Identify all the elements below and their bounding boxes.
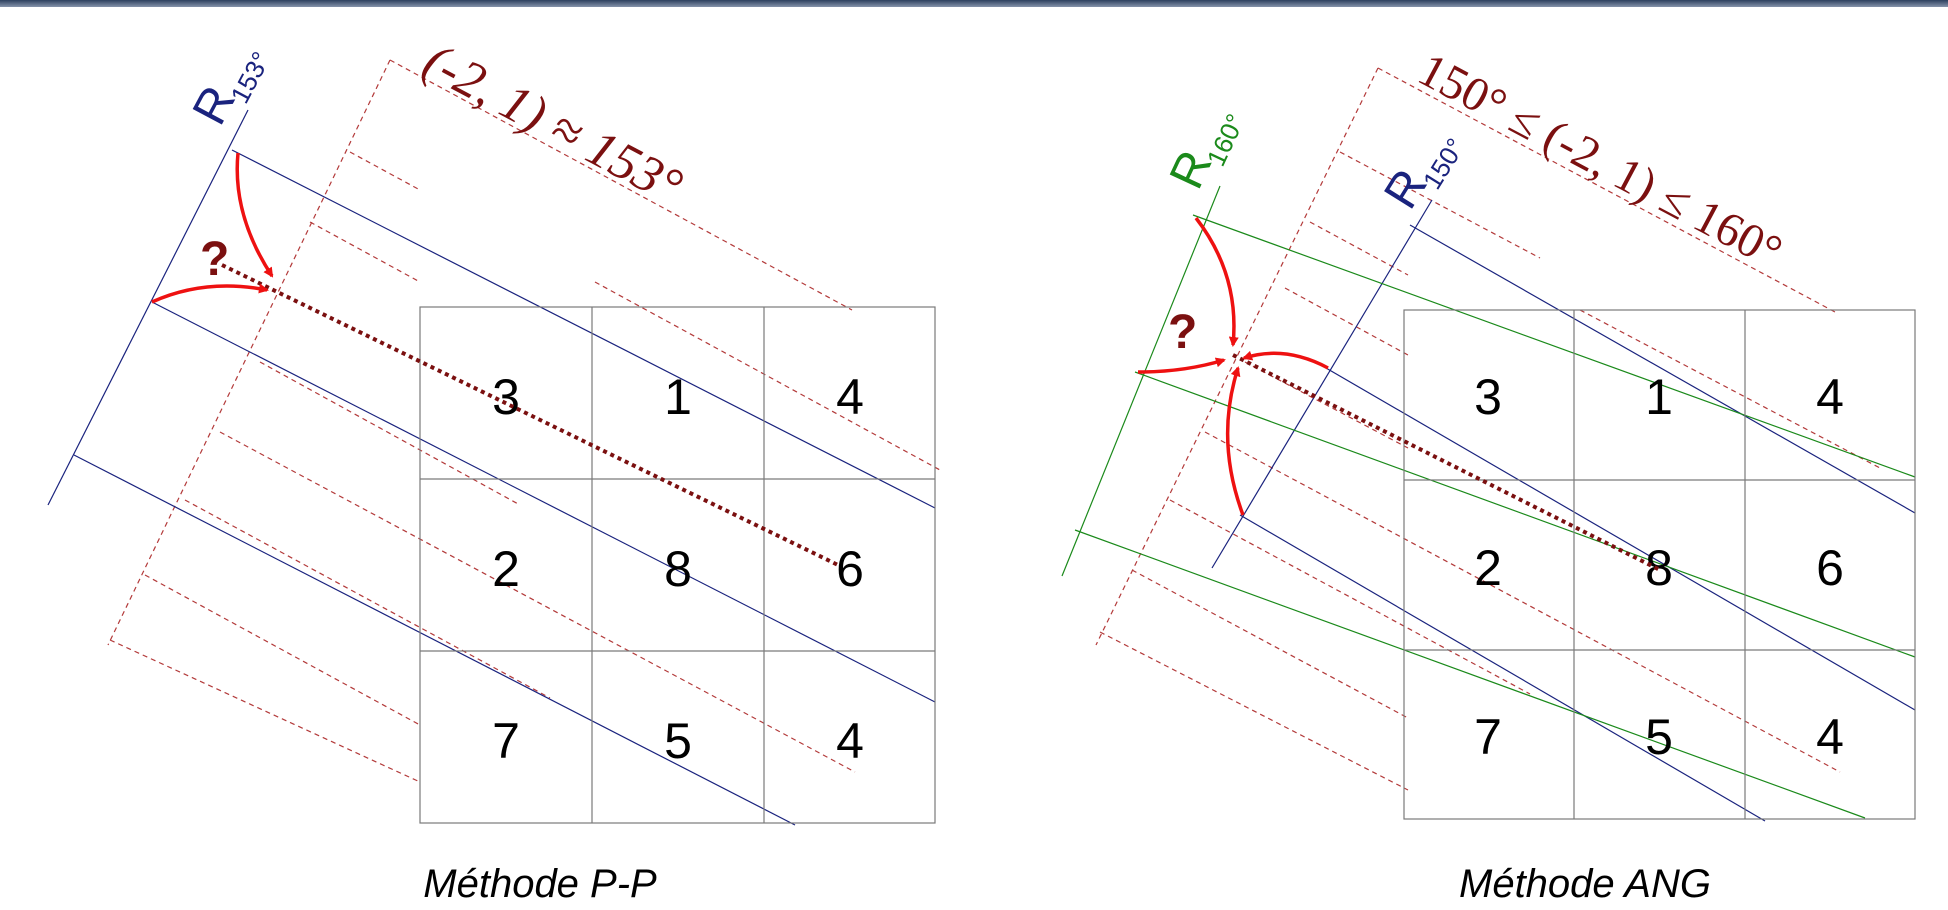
cell-value: 8	[1645, 540, 1673, 596]
dashed-line	[259, 361, 521, 506]
cell-value: 4	[1816, 709, 1844, 765]
blue-line	[1239, 514, 1766, 822]
cell-value: 7	[492, 713, 520, 769]
green-line	[1192, 214, 1916, 478]
green-line	[1074, 529, 1866, 819]
cell-value: 4	[836, 369, 864, 425]
r153-axis-line	[47, 109, 249, 506]
right-green-lines	[1061, 185, 1916, 819]
cell-value: 5	[664, 713, 692, 769]
arrow-curve	[235, 152, 274, 278]
cell-value: 4	[1816, 369, 1844, 425]
left-angle-annotation: (-2, 1) ≈ 153°	[414, 32, 691, 215]
right-dashed-axis-line	[1095, 67, 1379, 646]
cell-value: 2	[1474, 540, 1502, 596]
right-caption: Méthode ANG	[1459, 862, 1711, 906]
dashed-line	[144, 574, 421, 726]
dashed-line	[1204, 431, 1841, 773]
dashed-line	[1099, 631, 1409, 791]
r160-label: R 160°	[1160, 109, 1251, 196]
right-red-arrows	[1137, 216, 1329, 516]
question-mark: ?	[1168, 306, 1197, 359]
left-direction-dotted-line	[221, 263, 839, 567]
left-grid-numbers: 3 1 4 2 8 6 7 5 4	[492, 369, 864, 769]
blue-line	[1325, 367, 1916, 711]
dashed-line	[1309, 221, 1409, 276]
dashed-line	[109, 639, 421, 783]
dashed-line	[1244, 361, 1409, 449]
cell-value: 2	[492, 541, 520, 597]
r160-axis-line	[1061, 185, 1221, 577]
left-red-arrows	[151, 152, 274, 304]
r150-label: R 150°	[1374, 133, 1470, 218]
arrow-curve	[1194, 216, 1239, 347]
dashed-line	[389, 59, 853, 311]
question-mark: ?	[200, 233, 229, 286]
cell-value: 5	[1645, 709, 1673, 765]
right-panel: 3 1 4 2 8 6 7 5 4 ? R 160° R 150°	[1061, 43, 1916, 906]
cell-value: 8	[664, 541, 692, 597]
green-line	[1134, 371, 1916, 658]
right-grid-numbers: 3 1 4 2 8 6 7 5 4	[1474, 369, 1844, 765]
arrow-curve	[151, 283, 269, 304]
cell-value: 1	[1645, 369, 1673, 425]
dashed-line	[184, 499, 551, 699]
left-panel: 3 1 4 2 8 6 7 5 4 ? R 153° (-2, 1) ≈ 153…	[47, 32, 941, 906]
cell-value: 4	[836, 713, 864, 769]
right-grid	[1403, 309, 1916, 820]
left-grid-border	[419, 306, 936, 824]
right-direction-dotted-line	[1232, 353, 1661, 572]
blue-line	[1409, 224, 1916, 514]
right-grid-border	[1403, 309, 1916, 820]
r153-label: R 153°	[183, 47, 276, 134]
dashed-line	[1284, 287, 1409, 356]
dashed-line	[594, 281, 941, 471]
dashed-line	[1131, 569, 1409, 719]
right-angle-annotation: 150° ≤ (-2, 1) ≤ 160°	[1410, 43, 1791, 279]
dashed-line	[1579, 309, 1881, 469]
arrow-curve	[1225, 366, 1245, 516]
r-subscript: 160°	[1201, 109, 1251, 170]
cell-value: 1	[664, 369, 692, 425]
r-subscript: 153°	[224, 47, 276, 109]
right-dashed-projection-lines	[1095, 67, 1881, 791]
cell-value: 7	[1474, 709, 1502, 765]
dashed-line	[309, 221, 421, 283]
blue-line	[73, 454, 796, 826]
left-blue-lines	[47, 109, 936, 826]
cell-value: 6	[836, 541, 864, 597]
arrow-curve	[1242, 350, 1329, 370]
blue-line	[151, 301, 936, 703]
top-bar	[0, 0, 1948, 7]
right-blue-lines	[1211, 199, 1916, 822]
dashed-line	[1169, 499, 1531, 695]
left-dashed-projection-lines	[107, 59, 941, 783]
cell-value: 3	[1474, 369, 1502, 425]
dashed-line	[1339, 151, 1541, 259]
cell-value: 6	[1816, 540, 1844, 596]
left-grid	[419, 306, 936, 824]
r150-axis-line	[1211, 199, 1433, 569]
blue-line	[231, 149, 936, 509]
left-caption: Méthode P-P	[423, 862, 657, 906]
dashed-line	[219, 431, 856, 773]
arrow-curve	[1137, 357, 1226, 374]
left-dashed-axis-line	[107, 59, 391, 646]
dashed-line	[349, 151, 421, 191]
